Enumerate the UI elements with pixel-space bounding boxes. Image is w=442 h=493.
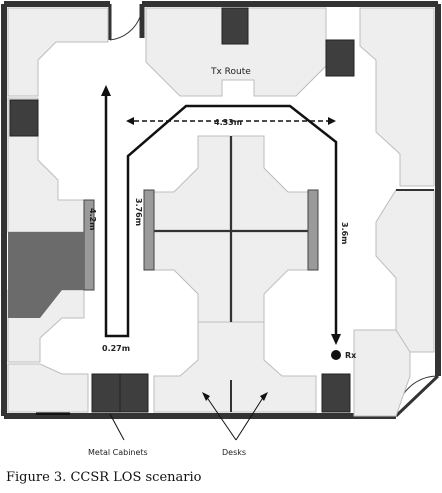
tx-route-label: Tx Route [210,67,251,77]
distance-arrow-left [126,117,134,125]
metal-cabinets-label: Metal Cabinets [88,448,148,457]
metal-cabinets [9,7,355,413]
desk-bottom-middle [153,321,317,413]
route-arrow-up [101,85,111,96]
desks-label: Desks [222,448,246,457]
label-pointers [109,395,265,441]
outer-walls [1,1,441,419]
desk-bottom-left [7,363,89,413]
distance-label-left-mid: 3.76m [134,198,143,226]
door-top [108,4,143,41]
distance-label-bottom: 0.27m [102,344,130,353]
route-arrow-down [331,334,341,345]
distance-label-left-wall: 4.2m [88,208,97,231]
tx-route-path [104,96,338,338]
rx-marker [331,350,341,360]
desk-top-left [7,7,109,97]
distance-arrow-right [328,117,336,125]
desk-top-right [359,7,435,187]
floorplan-diagram: Tx Route 4.33m 3.76m 3.6m 4.2m 0.27m Rx … [1,1,441,457]
pointer-arrow-desk-right [260,392,268,401]
desk-right-bottom [353,329,411,417]
rx-label: Rx [345,351,357,360]
desks [7,7,435,417]
desk-partitions [154,136,434,412]
distance-label-right: 3.6m [340,222,349,245]
dark-area [8,232,84,318]
figure-caption: Figure 3. CCSR LOS scenario [6,470,202,485]
pointer-arrow-desk-left [202,392,210,401]
distance-label-horizontal: 4.33m [214,118,242,127]
